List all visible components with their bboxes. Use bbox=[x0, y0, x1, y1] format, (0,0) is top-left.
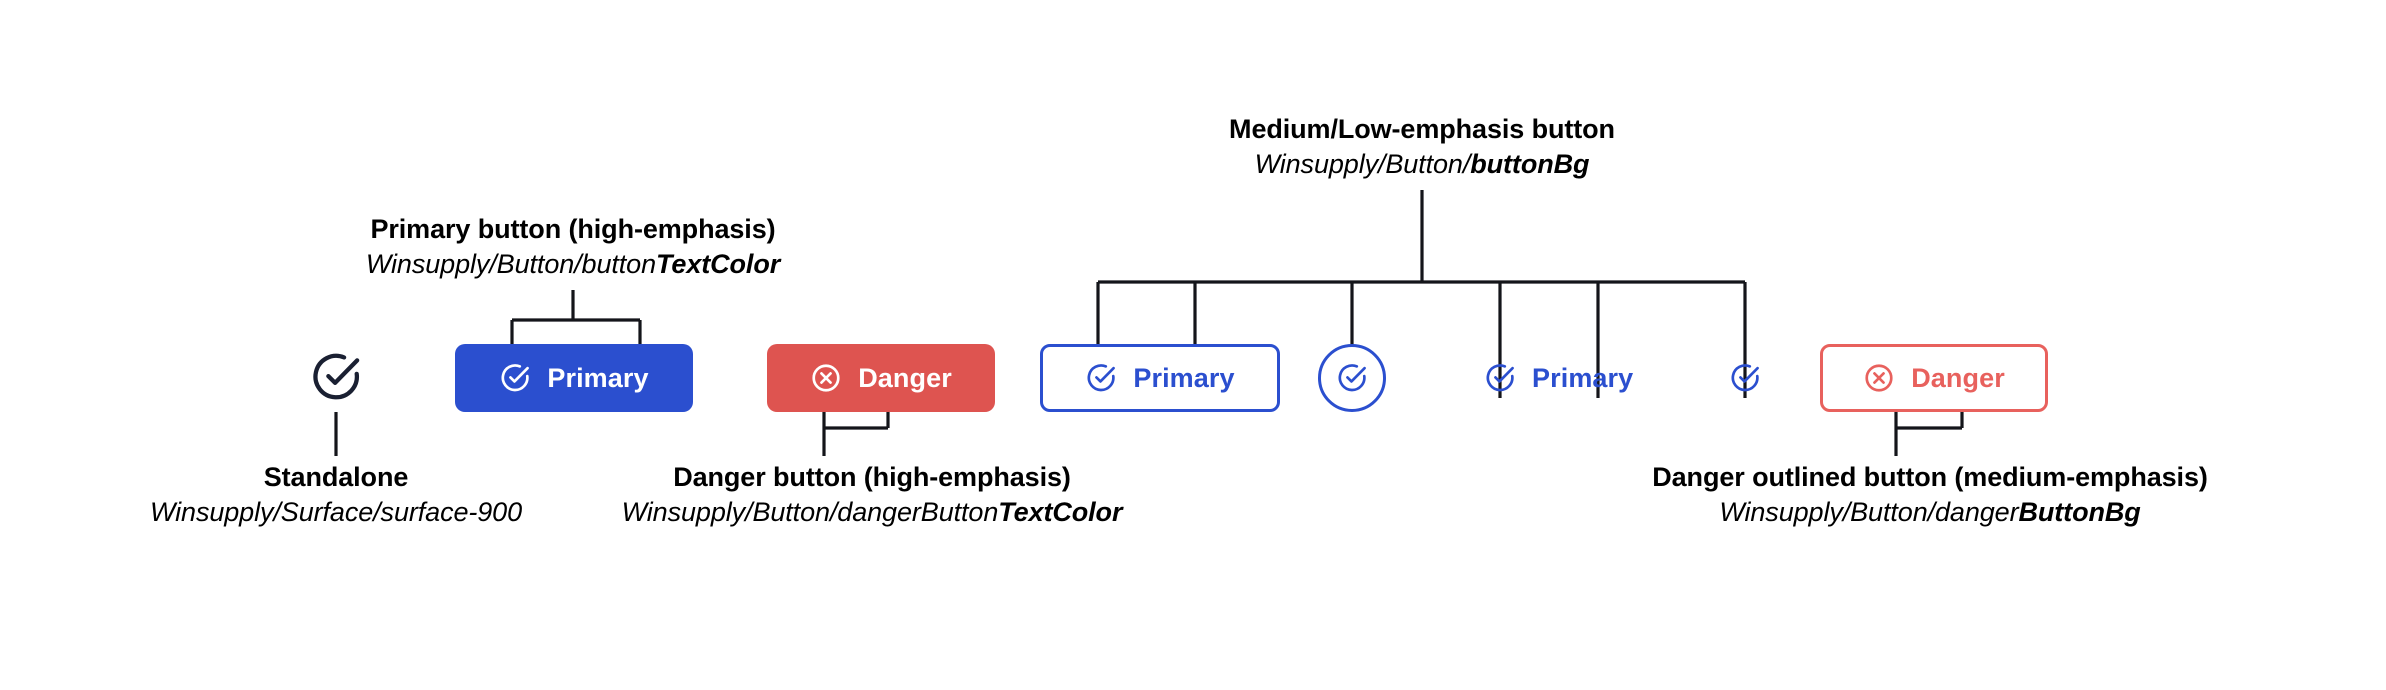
annotation-token-bold: TextColor bbox=[998, 497, 1123, 527]
annotation-title: Danger outlined button (medium-emphasis) bbox=[1652, 462, 2208, 492]
annotation-primary-high-emphasis: Primary button (high-emphasis) Winsupply… bbox=[366, 212, 780, 282]
annotation-medium-low-emphasis: Medium/Low-emphasis button Winsupply/But… bbox=[1229, 112, 1615, 182]
x-circle-icon bbox=[810, 362, 842, 394]
primary-icon-outlined-button[interactable] bbox=[1318, 344, 1386, 412]
standalone-check-circle-icon bbox=[309, 350, 363, 409]
annotation-token-bold: TextColor bbox=[656, 249, 781, 279]
button-label: Danger bbox=[1911, 362, 2005, 393]
annotation-token-bold: buttonBg bbox=[1470, 149, 1590, 179]
button-label: Primary bbox=[547, 362, 649, 393]
annotation-token-prefix: Winsupply/Button/ bbox=[1254, 149, 1471, 179]
annotation-token: Winsupply/Surface/surface-900 bbox=[150, 494, 522, 530]
annotation-token: Winsupply/Button/dangerButtonBg bbox=[1652, 494, 2208, 530]
check-circle-icon bbox=[309, 350, 363, 404]
annotation-danger-outlined: Danger outlined button (medium-emphasis)… bbox=[1652, 460, 2208, 530]
check-circle-icon bbox=[1484, 362, 1516, 394]
check-circle-icon bbox=[1336, 362, 1368, 394]
primary-outlined-button[interactable]: Primary bbox=[1040, 344, 1280, 412]
annotation-token-bold: ButtonBg bbox=[2018, 497, 2141, 527]
annotation-token: Winsupply/Button/buttonTextColor bbox=[366, 246, 780, 282]
check-circle-icon bbox=[499, 362, 531, 394]
annotation-token: Winsupply/Button/buttonBg bbox=[1229, 146, 1615, 182]
button-label: Danger bbox=[858, 362, 952, 393]
annotation-token-prefix: Winsupply/Button/dangerButton bbox=[621, 497, 999, 527]
check-circle-icon bbox=[1729, 362, 1761, 394]
annotation-title: Standalone bbox=[263, 462, 409, 492]
primary-filled-button[interactable]: Primary bbox=[455, 344, 693, 412]
x-circle-icon bbox=[1863, 362, 1895, 394]
primary-text-button[interactable]: Primary bbox=[1468, 344, 1660, 412]
button-label: Primary bbox=[1532, 362, 1634, 393]
annotation-standalone: Standalone Winsupply/Surface/surface-900 bbox=[150, 460, 522, 530]
primary-icon-bare-button[interactable] bbox=[1715, 344, 1775, 412]
annotation-title: Medium/Low-emphasis button bbox=[1229, 114, 1615, 144]
annotation-token-prefix: Winsupply/Button/button bbox=[365, 249, 657, 279]
annotation-title: Danger button (high-emphasis) bbox=[673, 462, 1071, 492]
button-label: Primary bbox=[1133, 362, 1235, 393]
annotation-title: Primary button (high-emphasis) bbox=[370, 214, 776, 244]
danger-outlined-button[interactable]: Danger bbox=[1820, 344, 2048, 412]
annotation-danger-high-emphasis: Danger button (high-emphasis) Winsupply/… bbox=[622, 460, 1123, 530]
check-circle-icon bbox=[1085, 362, 1117, 394]
danger-filled-button[interactable]: Danger bbox=[767, 344, 995, 412]
annotation-token-prefix: Winsupply/Surface/surface-900 bbox=[149, 497, 523, 527]
annotation-token: Winsupply/Button/dangerButtonTextColor bbox=[622, 494, 1123, 530]
annotation-token-prefix: Winsupply/Button/danger bbox=[1719, 497, 2019, 527]
